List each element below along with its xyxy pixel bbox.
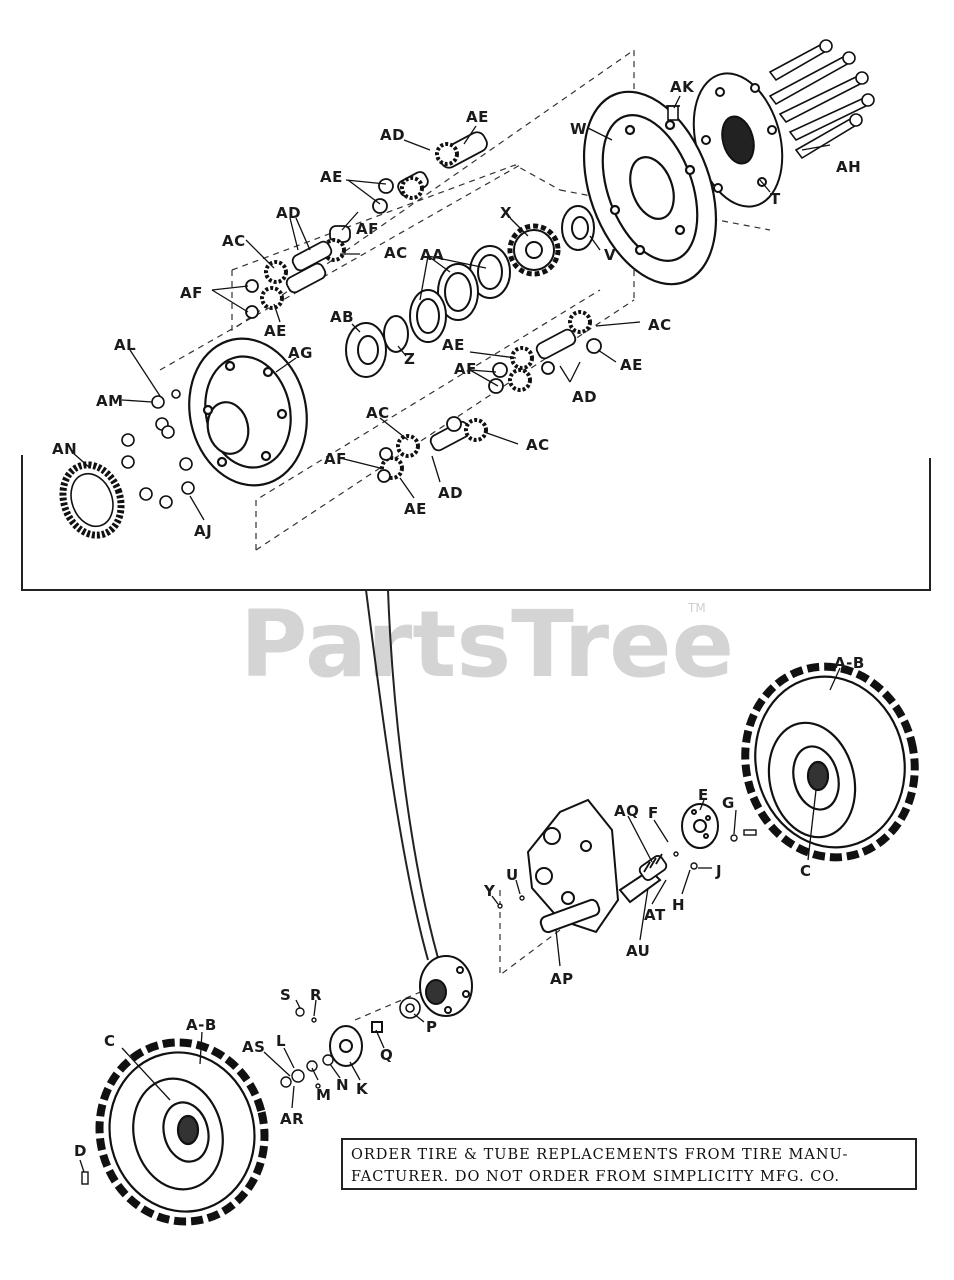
label-w: W [570,120,587,138]
washer-ab [345,322,387,378]
label-ac: AC [526,436,550,454]
label-y: Y [483,882,496,900]
carrier-ag [188,337,308,487]
label-ac: AC [366,404,390,422]
nut-set-am-aj [121,389,195,509]
label-ac: AC [384,244,408,262]
label-v: V [604,246,616,264]
tire-left [95,1038,269,1226]
washer-v [561,205,595,251]
label-r: R [310,986,322,1004]
bolt-set-ah [768,39,875,160]
label-as: AS [242,1038,265,1056]
label-h: H [672,896,685,914]
label-j: J [715,862,722,880]
label-x: X [500,204,512,222]
label-p: P [426,1018,438,1036]
label-aa: AA [420,246,444,264]
small-parts-left [280,1007,334,1089]
label-ad: AD [276,204,301,222]
watermark: PartsTree [240,591,734,698]
label-c: C [800,862,812,880]
label-ae: AE [620,356,643,374]
label-ar: AR [280,1110,304,1128]
label-a-b: A-B [834,654,865,672]
label-u: U [506,866,519,884]
label-ap: AP [550,970,574,988]
label-af: AF [356,220,379,238]
hub-k [329,1021,383,1067]
label-ab: AB [330,308,354,326]
label-q: Q [380,1046,393,1064]
label-ad: AD [572,388,597,406]
label-d: D [74,1142,87,1160]
label-an: AN [52,440,77,458]
label-l: L [276,1032,286,1050]
label-n: N [336,1076,349,1094]
label-af: AF [180,284,203,302]
label-ak: AK [670,78,695,96]
detail-frame [21,455,931,961]
label-z: Z [404,350,415,368]
ring-gear-an [59,461,125,539]
label-ad: AD [438,484,463,502]
screw-ak [666,105,680,121]
note-line-1: ORDER TIRE & TUBE REPLACEMENTS FROM TIRE… [351,1147,849,1163]
drive-housing [526,798,662,934]
label-af: AF [324,450,347,468]
label-e: E [698,786,709,804]
tire-order-note: ORDER TIRE & TUBE REPLACEMENTS FROM TIRE… [341,1138,917,1190]
label-s: S [280,986,291,1004]
part-labels: AK AE AD W AE AH T AD AF X AC AC V AA AF… [52,78,865,1160]
label-m: M [316,1086,331,1104]
gear-x [507,223,561,277]
label-ah: AH [836,158,861,176]
carrier-plate-w [582,90,718,286]
hub-e [681,803,719,849]
label-g: G [722,794,735,812]
label-k: K [356,1080,369,1098]
label-ac: AC [222,232,246,250]
nut-p [399,997,421,1019]
center-hub [419,955,473,1017]
watermark-trademark: TM [687,601,706,615]
label-ae: AE [404,500,427,518]
label-ae: AE [264,322,287,340]
tire-right [741,662,919,862]
label-ae: AE [442,336,465,354]
label-ag: AG [288,344,313,362]
label-c: C [104,1032,116,1050]
label-ae: AE [466,108,489,126]
label-aq: AQ [614,802,639,820]
spring-au [638,853,668,881]
note-line-2: FACTURER. DO NOT ORDER FROM SIMPLICITY M… [351,1169,840,1185]
valve-d [81,1171,89,1185]
label-af: AF [454,360,477,378]
label-ac: AC [648,316,672,334]
label-ad: AD [380,126,405,144]
label-au: AU [626,942,650,960]
planet-gears-lower [377,310,602,483]
ring-set-aa [409,245,511,343]
label-t: T [770,190,781,208]
label-aj: AJ [194,522,212,540]
label-ae: AE [320,168,343,186]
label-at: AT [644,906,666,924]
label-f: F [648,804,659,822]
label-a-b: A-B [186,1016,217,1034]
leader-lines [71,95,841,1173]
label-al: AL [114,336,136,354]
small-parts-right [497,829,757,909]
label-am: AM [96,392,124,410]
ring-z [383,315,409,353]
